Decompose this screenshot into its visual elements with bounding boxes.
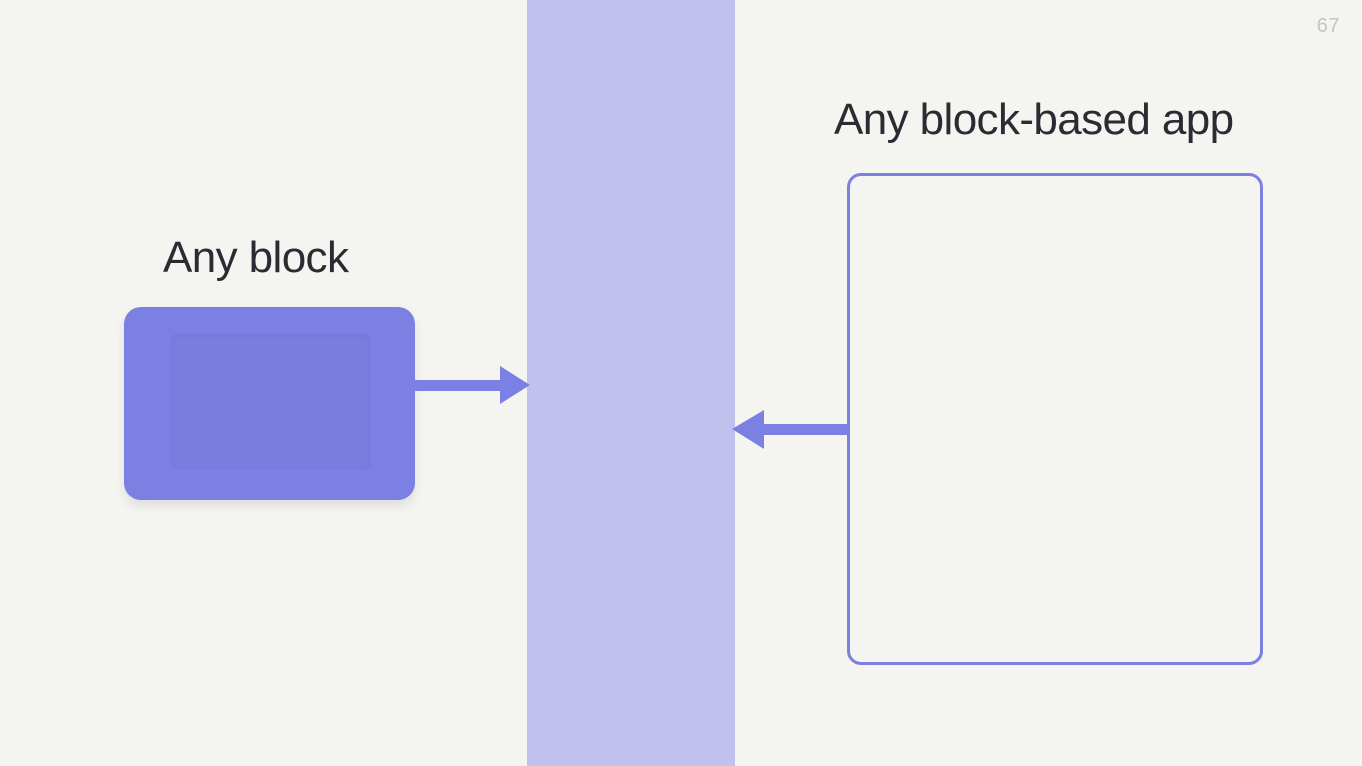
any-block-based-app-label: Any block-based app [834,95,1234,144]
any-block-label: Any block [163,233,349,282]
arrow-left-icon [732,410,850,449]
any-block-inner-surface [171,334,371,469]
arrow-right-icon [414,366,530,404]
center-band [527,0,735,766]
any-block-shape [124,307,415,500]
app-card [847,173,1263,665]
page-number: 67 [1316,15,1340,37]
